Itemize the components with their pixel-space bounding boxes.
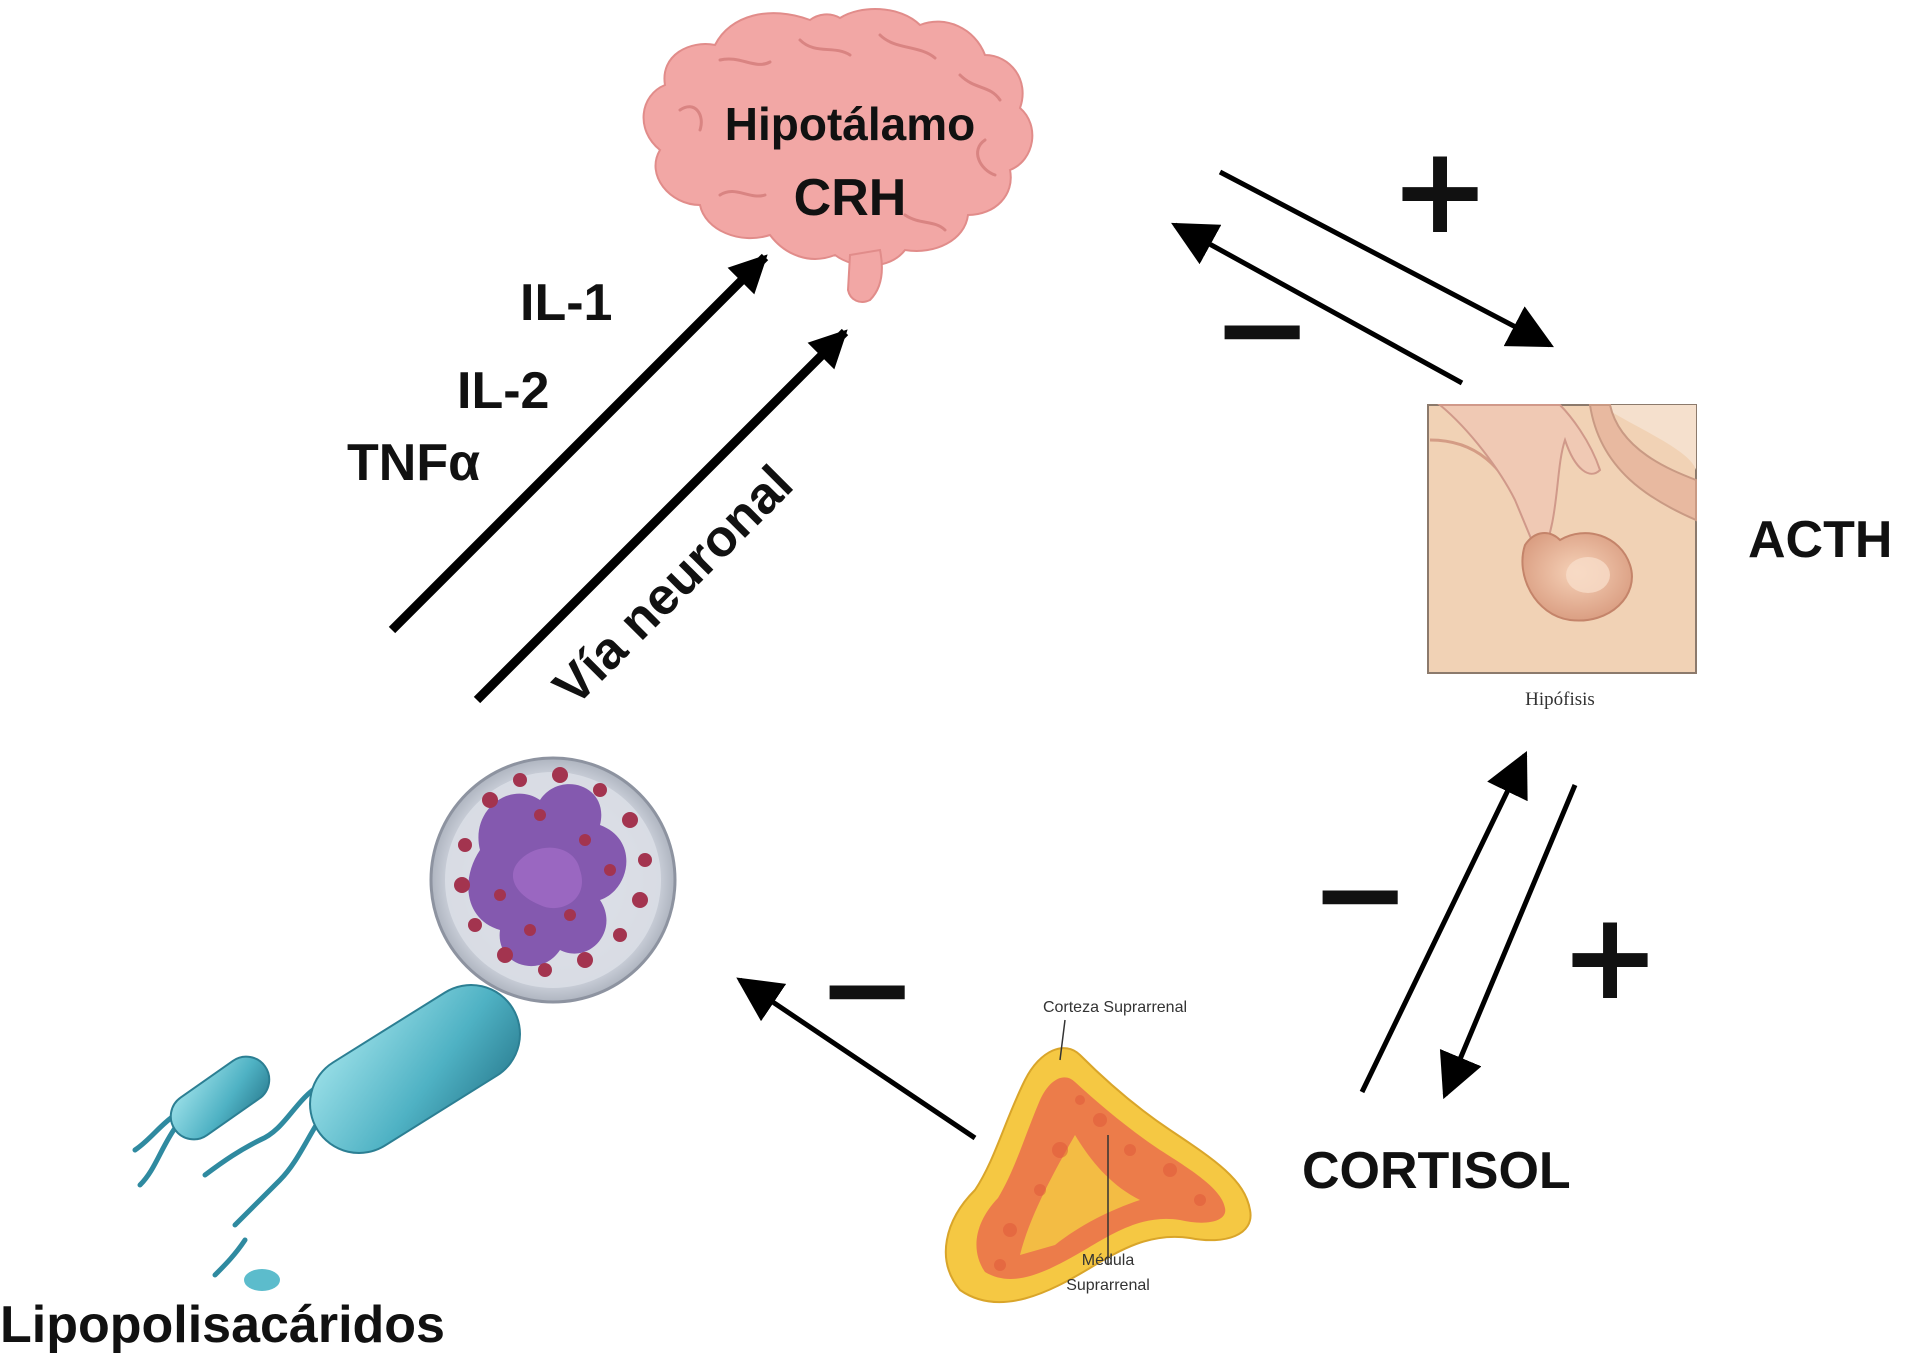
acth-label: ACTH xyxy=(1748,511,1892,569)
lps-label: Lipopolisacáridos xyxy=(0,1296,445,1354)
acth-stimulation-arrow xyxy=(1439,784,1578,1100)
pituitary-illustration xyxy=(1427,404,1697,674)
bacteria-icon xyxy=(132,984,521,1291)
il1-label: IL-1 xyxy=(520,274,612,332)
cortisol-immune-inhibition-arrow xyxy=(736,977,977,1141)
adrenal-medulla-label-2: Suprarrenal xyxy=(1066,1277,1150,1294)
acth-feedback-arrow xyxy=(1171,222,1464,386)
tnf-label: TNFα xyxy=(347,434,480,492)
plus-sign-top: + xyxy=(1390,122,1491,261)
pituitary-caption: Hipófisis xyxy=(1525,689,1595,710)
minus-sign-right: − xyxy=(1310,825,1411,964)
crh-stimulation-arrow xyxy=(1218,169,1554,348)
neural-route-label: Vía neuronal xyxy=(542,455,804,717)
adrenal-cortex-label: Corteza Suprarrenal xyxy=(1043,999,1187,1016)
adrenal-medulla-label-1: Médula xyxy=(1082,1252,1135,1269)
il2-label: IL-2 xyxy=(457,362,549,420)
leukocyte-icon xyxy=(429,756,677,1004)
cortisol-feedback-arrow xyxy=(1359,750,1528,1094)
plus-sign-right: + xyxy=(1560,888,1661,1027)
cytokine-arrow xyxy=(388,253,769,634)
cortisol-label: CORTISOL xyxy=(1302,1142,1571,1200)
crh-label: CRH xyxy=(794,169,907,227)
minus-sign-top: − xyxy=(1212,260,1313,399)
neural-route-arrow xyxy=(473,328,849,704)
adrenal-gland-illustration xyxy=(944,1019,1252,1304)
minus-sign-left: − xyxy=(817,920,918,1059)
brain-icon xyxy=(642,8,1034,303)
hypothalamus-title: Hipotálamo xyxy=(725,98,975,150)
